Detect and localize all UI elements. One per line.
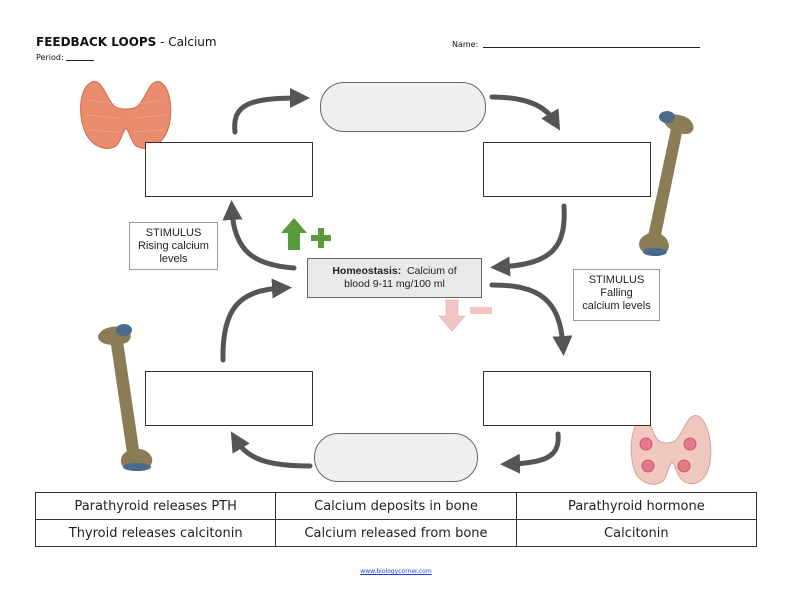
down-arrow-icon <box>438 299 466 332</box>
word-bank-cell: Parathyroid hormone <box>515 492 758 520</box>
bone-icon <box>639 111 694 256</box>
word-bank-cell: Thyroid releases calcitonin <box>34 519 277 547</box>
thyroid-gland-icon <box>80 81 172 149</box>
stimulus-falling-line2: Falling <box>600 287 633 299</box>
stimulus-rising-line1: STIMULUS <box>145 227 202 239</box>
arrow-top-right <box>489 94 561 131</box>
stimulus-rising-line3: levels <box>159 253 188 265</box>
stimulus-falling-line1: STIMULUS <box>588 274 645 286</box>
word-bank-cell: Calcium deposits in bone <box>275 492 517 520</box>
arrow-right-down-to-homeo <box>490 203 567 277</box>
answer-pill-top[interactable] <box>320 82 486 132</box>
homeostasis-line1: Homeostasis: Calcium of <box>308 265 481 278</box>
table-row: Thyroid releases calcitonin Calcium rele… <box>34 519 758 547</box>
bone-icon <box>98 324 153 471</box>
arrow-homeo-to-left <box>222 200 297 271</box>
answer-pill-bottom[interactable] <box>314 433 478 482</box>
answer-box-top-right[interactable] <box>483 142 651 197</box>
stimulus-rising-box: STIMULUS Rising calcium levels <box>129 222 218 270</box>
arrow-bottom-right <box>500 431 561 474</box>
footer-link[interactable]: www.biologycorner.com <box>360 568 432 575</box>
homeostasis-label: Homeostasis: <box>332 265 402 277</box>
name-label: Name: <box>452 40 479 49</box>
stimulus-falling-box: STIMULUS Falling calcium levels <box>573 269 660 321</box>
word-bank-cell: Calcitonin <box>515 519 758 547</box>
homeostasis-text: Calcium of <box>401 265 457 277</box>
homeostasis-line2: blood 9-11 mg/100 ml <box>344 278 445 290</box>
page-title: FEEDBACK LOOPS - Calcium <box>36 35 217 49</box>
period-label: Period: <box>36 53 64 62</box>
word-bank-cell: Calcium released from bone <box>275 519 517 547</box>
word-bank-table: Parathyroid releases PTH Calcium deposit… <box>34 492 758 547</box>
plus-icon <box>311 228 331 248</box>
title-subject: - Calcium <box>156 35 217 49</box>
arrow-top-left <box>232 88 310 135</box>
answer-box-top-left[interactable] <box>145 142 313 197</box>
arrow-left-up-to-homeo <box>220 278 292 363</box>
period-field[interactable] <box>66 60 94 61</box>
word-bank-cell: Parathyroid releases PTH <box>34 492 277 520</box>
arrow-homeo-to-right <box>489 282 573 356</box>
name-field[interactable] <box>483 47 700 48</box>
title-bold: FEEDBACK LOOPS <box>36 35 157 49</box>
homeostasis-box: Homeostasis: Calcium of blood 9-11 mg/10… <box>307 258 482 298</box>
stimulus-rising-line2: Rising calcium <box>138 240 209 252</box>
parathyroid-gland-icon <box>630 415 712 485</box>
arrow-bottom-left <box>230 431 313 469</box>
answer-box-bottom-right[interactable] <box>483 371 651 426</box>
up-arrow-icon <box>281 218 307 250</box>
table-row: Parathyroid releases PTH Calcium deposit… <box>34 492 758 520</box>
answer-box-bottom-left[interactable] <box>145 371 313 426</box>
minus-icon <box>470 307 492 314</box>
stimulus-falling-line3: calcium levels <box>582 300 651 312</box>
